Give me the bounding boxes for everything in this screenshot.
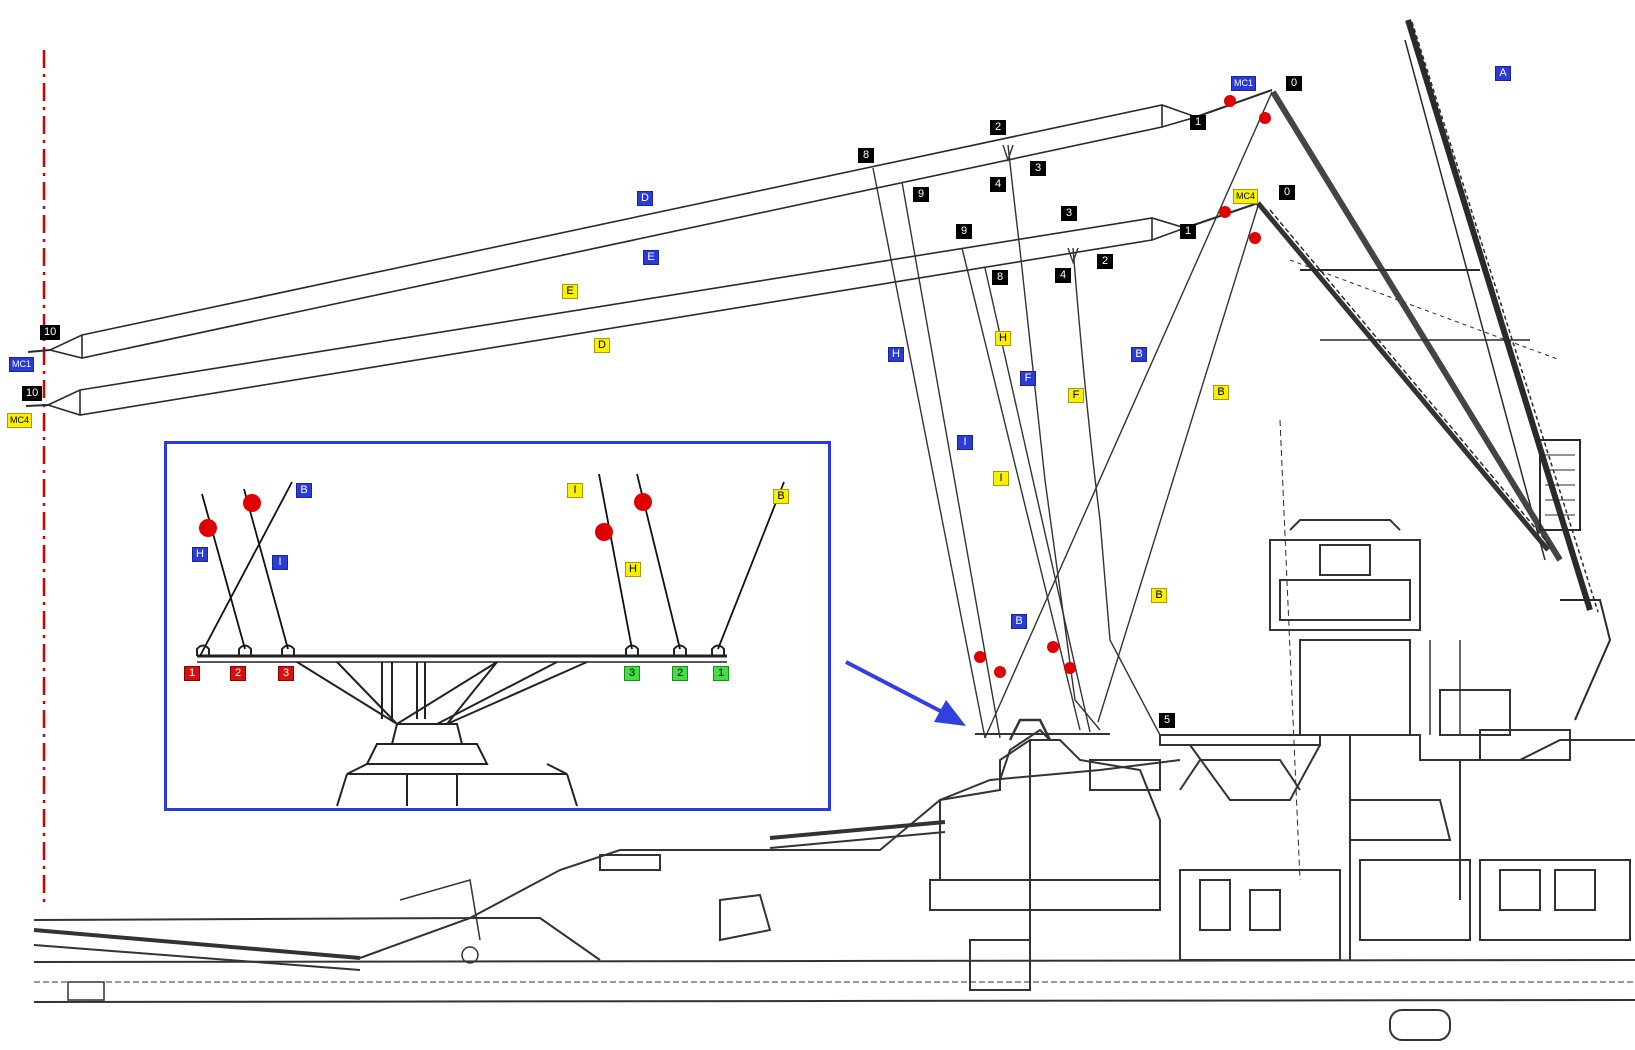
label-d-blue: D	[637, 191, 653, 206]
label-h-blue-inset: H	[192, 547, 208, 562]
rigging-lines	[872, 91, 1273, 739]
label-i-blue-inset: I	[272, 555, 288, 570]
mast-structure	[1256, 19, 1612, 881]
label-lower-1: 1	[1180, 224, 1196, 239]
inset-platform	[196, 644, 727, 807]
inset-markers	[199, 493, 652, 541]
label-h-yellow-inset: H	[625, 562, 641, 577]
label-mc1-left: MC1	[9, 357, 35, 372]
lower-yard	[25, 202, 1259, 416]
label-b-yellow-2: B	[1151, 588, 1167, 603]
label-b-blue-1: B	[1131, 347, 1147, 362]
label-green-2: 2	[672, 666, 688, 681]
label-upper-2: 2	[990, 120, 1006, 135]
label-mc1-right: MC1	[1231, 76, 1257, 91]
label-h-yellow: H	[995, 331, 1011, 346]
label-b-yellow-inset: B	[773, 489, 789, 504]
callout-arrow	[845, 660, 966, 726]
label-e-blue: E	[643, 250, 659, 265]
label-i-yellow-inset: I	[567, 483, 583, 498]
label-f-yellow: F	[1068, 388, 1084, 403]
ship-hull-sketch	[33, 519, 1635, 1041]
label-e-yellow: E	[562, 284, 578, 299]
label-red-2: 2	[230, 666, 246, 681]
label-red-1: 1	[184, 666, 200, 681]
label-upper-1: 1	[1190, 115, 1206, 130]
label-lower-10: 10	[22, 386, 43, 401]
label-i-blue: I	[957, 435, 973, 450]
label-upper-4: 4	[990, 177, 1006, 192]
label-lower-3: 3	[1061, 206, 1077, 221]
label-d-yellow: D	[594, 338, 610, 353]
label-f-blue: F	[1020, 371, 1036, 386]
label-i-yellow: I	[993, 471, 1009, 486]
label-red-3: 3	[278, 666, 294, 681]
label-h-blue: H	[888, 347, 904, 362]
label-upper-9: 9	[913, 187, 929, 202]
label-b-blue-2: B	[1011, 614, 1027, 629]
label-upper-3: 3	[1030, 161, 1046, 176]
label-b-yellow-1: B	[1213, 385, 1229, 400]
label-lower-0: 0	[1279, 185, 1295, 200]
upper-yard	[27, 89, 1273, 359]
label-upper-8: 8	[858, 148, 874, 163]
inset-canvas	[196, 473, 785, 807]
label-green-3: 3	[624, 666, 640, 681]
label-a: A	[1495, 66, 1511, 81]
inset-detail-box: B H I I H B 1 2 3 3 2 1	[164, 441, 831, 811]
label-lower-8: 8	[992, 270, 1008, 285]
label-mc4-right: MC4	[1233, 189, 1259, 204]
label-deck-5: 5	[1159, 713, 1175, 728]
label-mc4-left: MC4	[7, 413, 33, 428]
label-upper-0: 0	[1286, 76, 1302, 91]
label-lower-2: 2	[1097, 254, 1113, 269]
label-lower-4: 4	[1055, 268, 1071, 283]
label-b-blue-inset: B	[296, 483, 312, 498]
label-green-1: 1	[713, 666, 729, 681]
label-upper-10: 10	[40, 325, 61, 340]
label-lower-9: 9	[956, 224, 972, 239]
rope-markers	[974, 95, 1271, 678]
